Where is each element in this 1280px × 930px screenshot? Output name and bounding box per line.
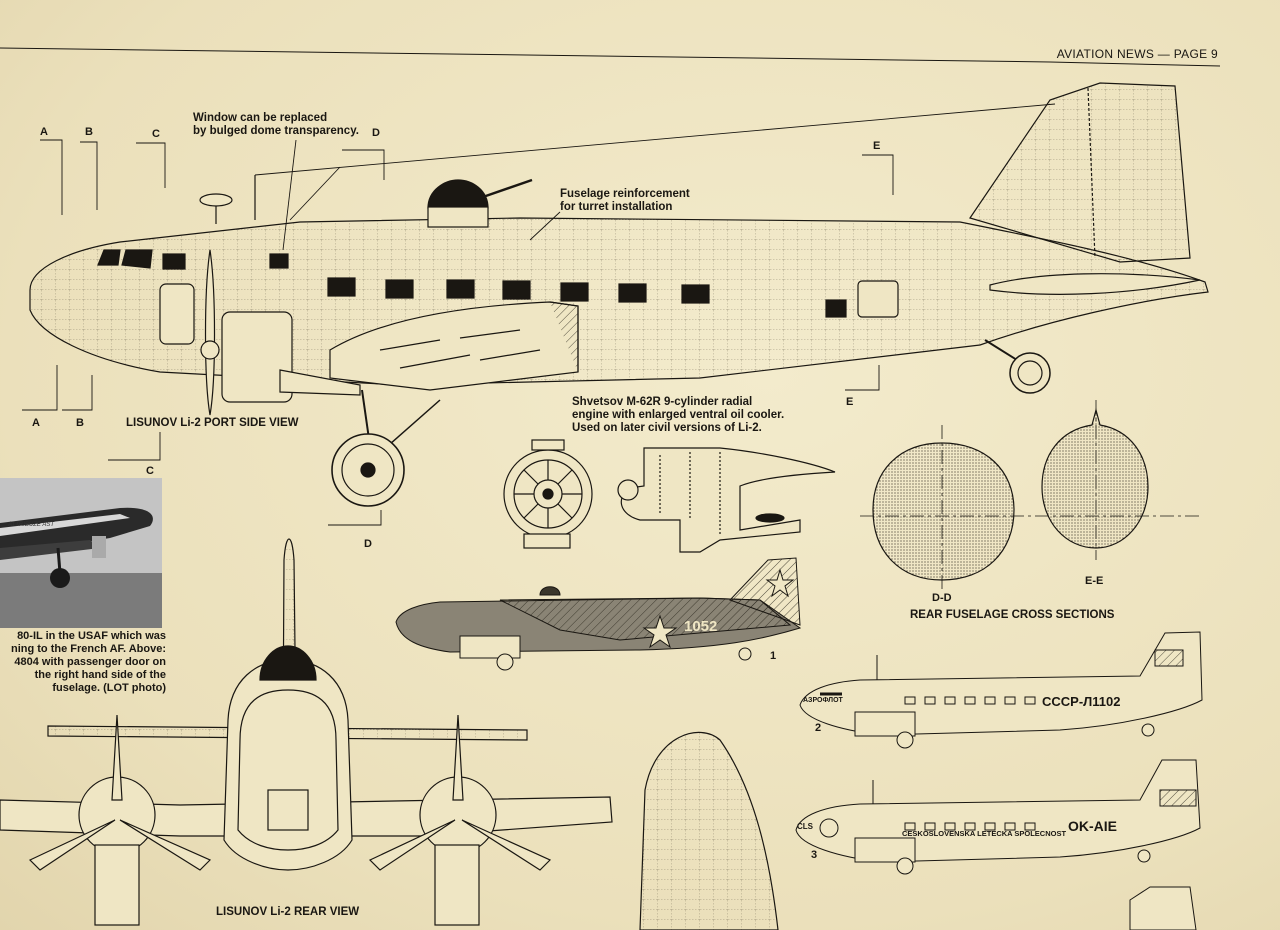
cross-sections-title: REAR FUSELAGE CROSS SECTIONS (910, 609, 1115, 621)
section-marker-c-bottom: C (146, 465, 154, 477)
photo-caption: 80-IL in the USAF which was ning to the … (0, 630, 166, 695)
caption-line: 4804 with passenger door on (14, 656, 166, 668)
engine-note: Shvetsov M-62R 9-cylinder radial engine … (572, 396, 784, 435)
profile-3-logo: CLS (797, 822, 813, 831)
profile-2-number: 2 (815, 722, 822, 734)
section-ee (1041, 407, 1149, 549)
caption-line: 80-IL in the USAF which was (17, 630, 166, 642)
profile-2 (799, 631, 1203, 749)
rear-view-title: LISUNOV Li-2 REAR VIEW (216, 906, 360, 918)
engine-note-line: engine with enlarged ventral oil cooler. (572, 409, 785, 421)
profile-1 (395, 557, 802, 671)
photo-aircraft (0, 478, 162, 628)
dorsal-turret (427, 179, 489, 209)
section-marker-b-top: B (85, 126, 93, 138)
section-marker-a-top: A (40, 126, 48, 138)
profile-3-number: 3 (811, 849, 818, 861)
section-ee-label: E-E (1085, 575, 1104, 587)
rear-view (0, 538, 613, 926)
caption-line: the right hand side of the (34, 669, 166, 681)
profile-3-registration: OK-AIE (1068, 818, 1117, 834)
page-header: AVIATION NEWS — PAGE 9 (1056, 47, 1218, 61)
section-marker-d-bottom: D (364, 538, 372, 550)
window-note-line: by bulged dome transparency. (193, 125, 359, 137)
vertical-tail (969, 82, 1191, 263)
profile-2-titling: АЗРОФЛОТ (803, 697, 843, 704)
caption-line: ning to the French AF. Above: (10, 643, 166, 655)
engine-detail (503, 439, 836, 553)
window-note: Window can be replaced by bulged dome tr… (193, 112, 359, 138)
propeller (204, 249, 216, 416)
engine-nacelle (221, 311, 293, 403)
profile-3 (795, 759, 1201, 930)
engine-note-line: Used on later civil versions of Li-2. (572, 422, 762, 434)
profile-1-tail-number: 1052 (684, 618, 718, 635)
section-marker-e-bottom: E (846, 396, 854, 408)
section-marker-a-bottom: A (32, 417, 40, 429)
section-marker-c-top: C (152, 128, 160, 140)
fuselage-note: Fuselage reinforcement for turret instal… (560, 188, 690, 214)
profile-1-number: 1 (770, 650, 777, 662)
section-marker-b-bottom: B (76, 417, 84, 429)
wing-plan-detail (639, 731, 779, 930)
section-marker-e-top: E (873, 140, 881, 152)
photo-livery-text: ATTRIBUZE AST (8, 522, 55, 528)
port-side-view (22, 82, 1209, 526)
engine-note-line: Shvetsov M-62R 9-cylinder radial (572, 396, 753, 408)
fuselage-note-line: for turret installation (560, 201, 673, 213)
horizontal-stabilizer (989, 273, 1201, 295)
section-marker-d-top: D (372, 127, 380, 139)
window-note-line: Window can be replaced (193, 112, 328, 124)
port-side-view-title: LISUNOV Li-2 PORT SIDE VIEW (126, 417, 299, 429)
section-dd (872, 442, 1015, 581)
profile-3-titling: CESKOSLOVENSKA LETECKA SPOLECNOST (902, 829, 1067, 838)
profile-2-registration: CCCP-Л1102 (1042, 694, 1121, 709)
left-engine-rear (28, 714, 212, 926)
header-rule (0, 47, 1051, 63)
section-dd-label: D-D (932, 592, 952, 604)
tail-wheel (1009, 352, 1051, 394)
cross-sections (860, 400, 1200, 590)
fuselage-note-line: Fuselage reinforcement (560, 188, 690, 200)
caption-line: fuselage. (LOT photo) (52, 682, 166, 694)
right-engine-rear (368, 714, 552, 926)
